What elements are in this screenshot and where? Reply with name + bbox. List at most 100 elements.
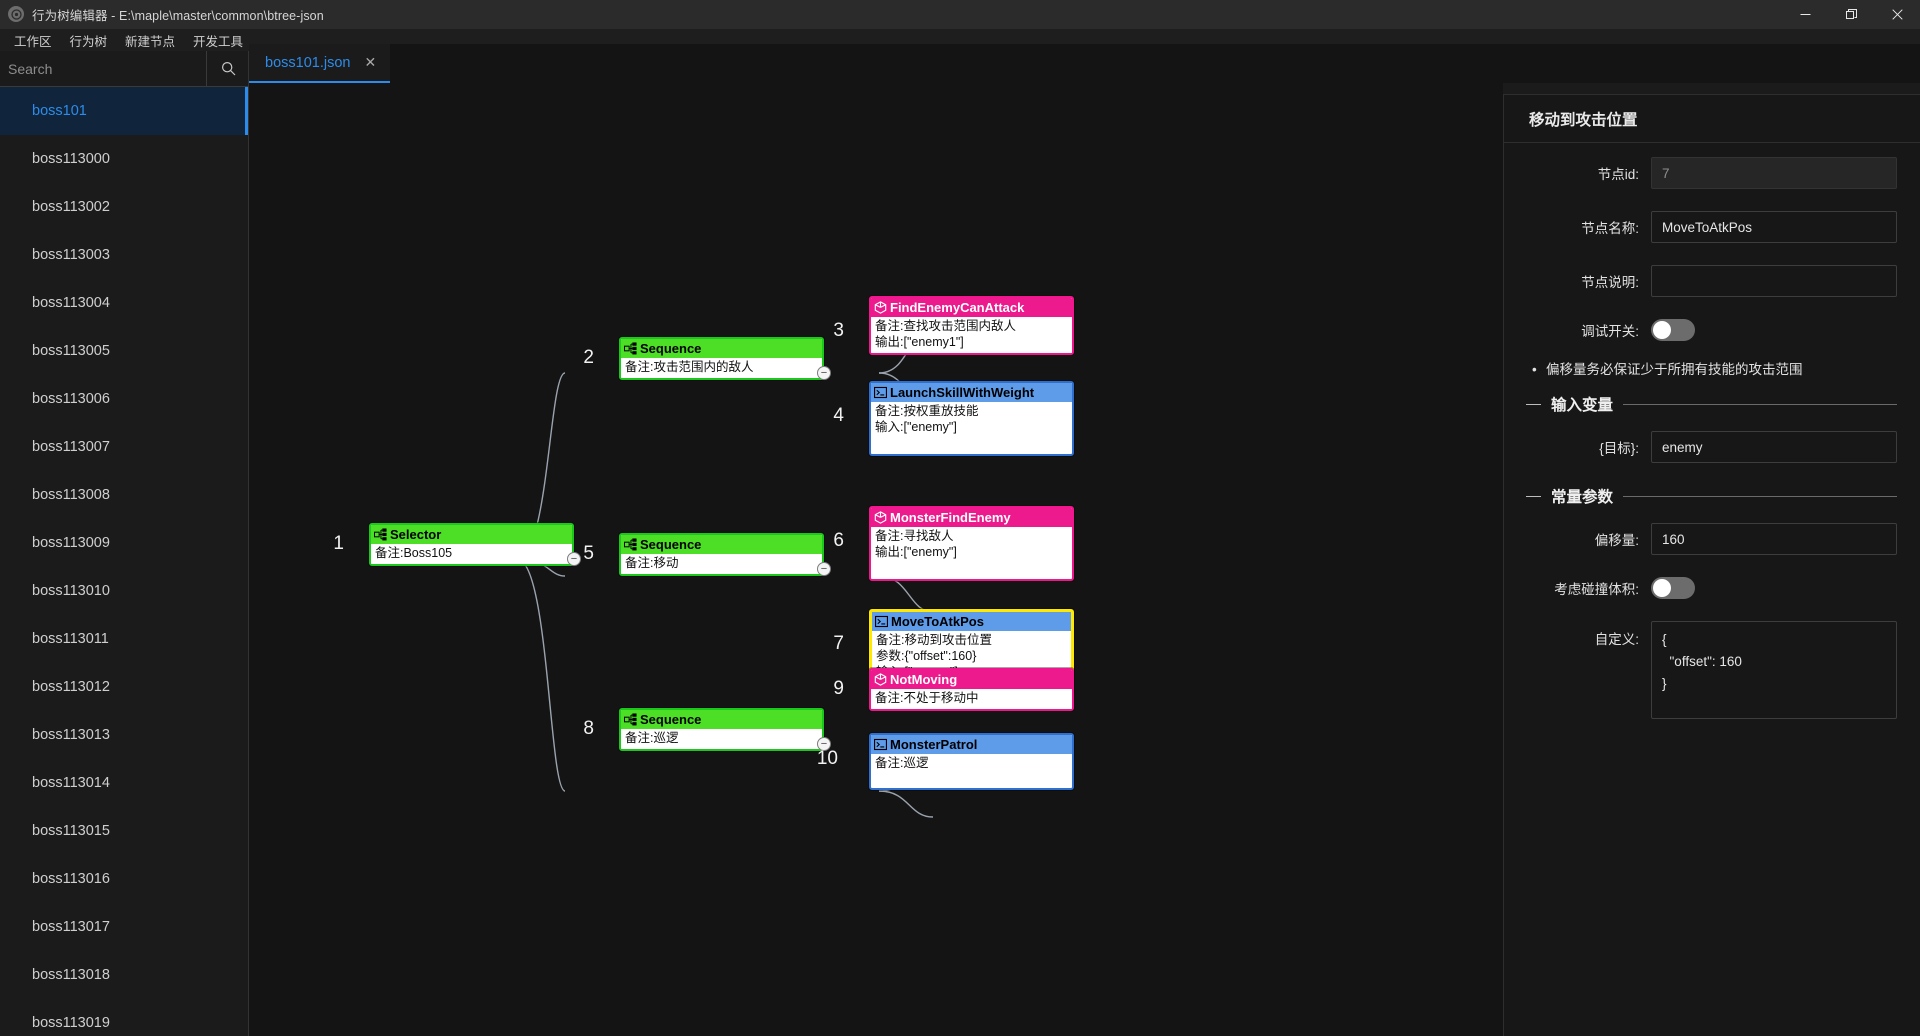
- file-item-boss113007[interactable]: boss113007: [0, 423, 248, 471]
- node-line: 备注:不处于移动中: [875, 691, 979, 705]
- offset-input[interactable]: [1651, 523, 1897, 555]
- node-desc-input[interactable]: [1651, 265, 1897, 297]
- section-rule: [1623, 403, 1897, 405]
- node-header: FindEnemyCanAttack: [871, 298, 1072, 317]
- input-target-input[interactable]: [1651, 431, 1897, 463]
- field-offset: 偏移量:: [1504, 523, 1897, 555]
- collide-toggle[interactable]: [1651, 577, 1695, 599]
- condition-node-icon: [874, 673, 887, 686]
- tab-bar: boss101.json ✕: [249, 44, 1920, 83]
- action-node-icon: [875, 615, 888, 628]
- node-collapse-port[interactable]: −: [817, 737, 831, 751]
- node-title: Selector: [390, 527, 442, 542]
- node-index-label: 5: [583, 543, 594, 564]
- node-header: Sequence: [621, 535, 822, 554]
- search-icon[interactable]: [207, 51, 248, 86]
- file-item-boss113019[interactable]: boss113019: [0, 999, 248, 1036]
- custom-label: 自定义:: [1594, 632, 1639, 647]
- tab-close-icon[interactable]: ✕: [364, 54, 377, 70]
- maximize-button[interactable]: [1828, 0, 1874, 29]
- node-desc-label: 节点说明:: [1581, 275, 1639, 290]
- note-list: 偏移量务必保证少于所拥有技能的攻击范围: [1504, 359, 1897, 381]
- file-item-boss113000[interactable]: boss113000: [0, 135, 248, 183]
- node-body: 备注:攻击范围内的敌人: [621, 358, 822, 378]
- input-target-label: {目标}:: [1599, 441, 1639, 456]
- file-item-label: boss113003: [32, 247, 110, 263]
- file-item-boss113004[interactable]: boss113004: [0, 279, 248, 327]
- graph-node-Selector[interactable]: Selector 备注:Boss105: [369, 523, 574, 566]
- file-item-boss113014[interactable]: boss113014: [0, 759, 248, 807]
- node-title: LaunchSkillWithWeight: [890, 385, 1035, 400]
- node-line: 备注:寻找敌人: [875, 529, 954, 543]
- node-header: Selector: [371, 525, 572, 544]
- node-collapse-port[interactable]: −: [817, 366, 831, 380]
- node-index-label: 9: [833, 678, 844, 699]
- debug-toggle[interactable]: [1651, 319, 1695, 341]
- menu-devtools[interactable]: 开发工具: [193, 34, 244, 49]
- node-collapse-port[interactable]: −: [817, 562, 831, 576]
- menu-behaviortree[interactable]: 行为树: [69, 34, 108, 49]
- window-controls: [1782, 0, 1920, 29]
- menu-newnode[interactable]: 新建节点: [125, 34, 176, 49]
- node-line: 备注:移动到攻击位置: [876, 633, 992, 647]
- field-node-id: 节点id:: [1504, 157, 1897, 189]
- collide-label: 考虑碰撞体积:: [1554, 582, 1639, 597]
- menu-workspace[interactable]: 工作区: [14, 34, 52, 49]
- custom-json-textarea[interactable]: { "offset": 160 }: [1651, 621, 1897, 719]
- node-header: MonsterPatrol: [871, 735, 1072, 754]
- composite-node-icon: [624, 713, 637, 726]
- tab-boss101-json[interactable]: boss101.json ✕: [249, 44, 391, 83]
- file-item-boss113009[interactable]: boss113009: [0, 519, 248, 567]
- field-node-name: 节点名称:: [1504, 211, 1897, 243]
- collapse-dash-icon[interactable]: [1526, 495, 1541, 497]
- node-title: MonsterFindEnemy: [890, 510, 1011, 525]
- file-list: boss101 boss113000 boss113002 boss113003 bos…: [0, 87, 248, 1036]
- file-item-boss113010[interactable]: boss113010: [0, 567, 248, 615]
- node-line: 备注:Boss105: [375, 546, 453, 560]
- file-item-boss113002[interactable]: boss113002: [0, 183, 248, 231]
- composite-node-icon: [624, 538, 637, 551]
- file-item-boss113012[interactable]: boss113012: [0, 663, 248, 711]
- file-item-boss113005[interactable]: boss113005: [0, 327, 248, 375]
- file-item-boss113006[interactable]: boss113006: [0, 375, 248, 423]
- file-item-label: boss113000: [32, 151, 110, 167]
- minimize-button[interactable]: [1782, 0, 1828, 29]
- file-item-boss113013[interactable]: boss113013: [0, 711, 248, 759]
- file-item-boss101[interactable]: boss101: [0, 87, 248, 135]
- close-button[interactable]: [1874, 0, 1920, 29]
- file-item-label: boss113015: [32, 823, 110, 839]
- toggle-knob: [1653, 579, 1671, 597]
- file-item-label: boss113012: [32, 679, 110, 695]
- node-collapse-port[interactable]: −: [567, 552, 581, 566]
- search-input[interactable]: [0, 51, 207, 86]
- node-line: 备注:查找攻击范围内敌人: [875, 319, 1016, 333]
- file-item-label: boss113011: [32, 631, 109, 647]
- file-item-boss113008[interactable]: boss113008: [0, 471, 248, 519]
- file-item-boss113011[interactable]: boss113011: [0, 615, 248, 663]
- sidebar: boss101 boss113000 boss113002 boss113003 bos…: [0, 51, 249, 1036]
- node-line: 参数:{"offset":160}: [876, 649, 977, 663]
- file-item-boss113015[interactable]: boss113015: [0, 807, 248, 855]
- collapse-dash-icon[interactable]: [1526, 403, 1541, 405]
- file-item-label: boss113006: [32, 391, 110, 407]
- section-rule: [1623, 495, 1897, 497]
- note-item: 偏移量务必保证少于所拥有技能的攻击范围: [1504, 359, 1897, 381]
- file-item-boss113017[interactable]: boss113017: [0, 903, 248, 951]
- file-item-boss113003[interactable]: boss113003: [0, 231, 248, 279]
- file-item-boss113018[interactable]: boss113018: [0, 951, 248, 999]
- node-name-input[interactable]: [1651, 211, 1897, 243]
- node-line: 备注:按权重放技能: [875, 404, 979, 418]
- section-input-title: 输入变量: [1551, 397, 1614, 414]
- condition-node-icon: [874, 301, 887, 314]
- file-item-boss113016[interactable]: boss113016: [0, 855, 248, 903]
- node-title: MonsterPatrol: [890, 737, 978, 752]
